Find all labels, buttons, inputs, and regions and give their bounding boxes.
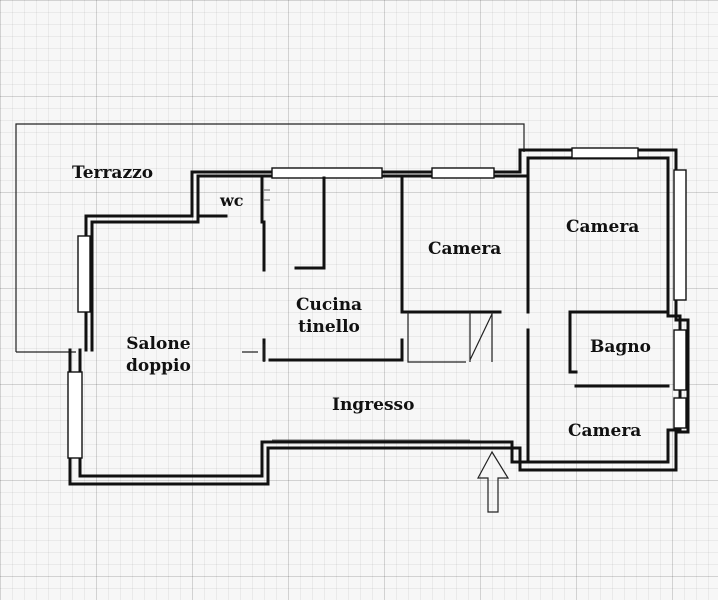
window-bagno-east [673, 329, 687, 391]
room-label-camera-bottom-right: Camera [568, 421, 642, 441]
window-camera2-east [673, 397, 687, 429]
room-label-cucina: Cucina tinello [296, 295, 363, 337]
room-label-ingresso: Ingresso [332, 395, 415, 415]
room-label-bagno: Bagno [590, 337, 651, 357]
window-north-2 [431, 167, 495, 179]
room-label-camera-center: Camera [428, 239, 502, 259]
wall-cucina-north [294, 176, 326, 270]
stair-detail [469, 312, 493, 362]
room-label-terrazzo: Terrazzo [72, 163, 154, 183]
window-salone-west [67, 371, 83, 459]
window-camera-north [571, 147, 639, 159]
door-swing-salone [242, 344, 265, 362]
room-label-wc: wc [220, 191, 244, 210]
window-north-1 [271, 167, 383, 179]
wc-door-detail [264, 189, 270, 201]
outer-wall [68, 148, 690, 486]
wall-cucina-south [268, 338, 404, 362]
window-camera-east [673, 169, 687, 301]
corridor-detail [407, 312, 466, 363]
wall-bagno-west [568, 310, 578, 374]
room-label-salone: Salone doppio [126, 334, 191, 376]
terrace-outline [15, 123, 525, 352]
room-label-camera-top-right: Camera [566, 217, 640, 237]
window-salone-north [77, 235, 91, 313]
arrow-up-icon [476, 450, 510, 513]
